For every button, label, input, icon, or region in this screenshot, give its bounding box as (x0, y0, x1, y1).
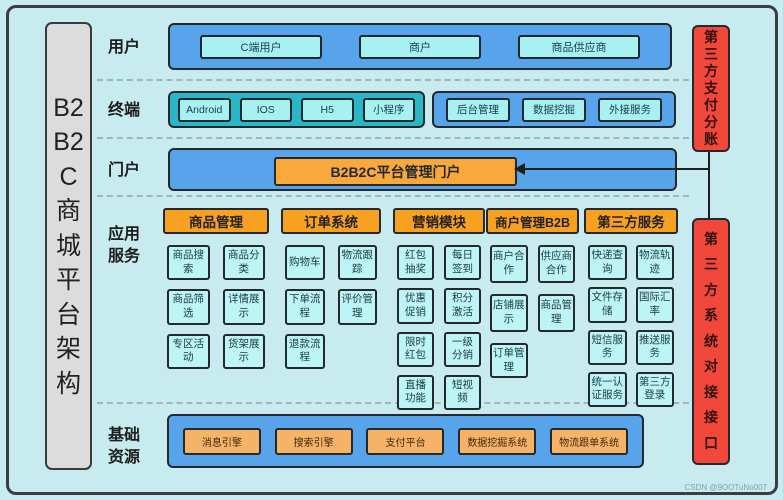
service-item: 商品管理 (537, 294, 575, 332)
terminal-item: 数据挖掘 (522, 97, 586, 122)
resource-item: 数据挖掘系统 (458, 427, 537, 455)
service-item: 商品分类 (222, 245, 265, 281)
row-label-resources: 基础 资源 (108, 427, 141, 466)
service-item: 直播功能 (397, 374, 434, 411)
service-item: 短视频 (444, 374, 481, 411)
resource-item: 支付平台 (366, 427, 445, 455)
third-party-integration-bar: 第 三 方 系 统 对 接 接 口 (692, 218, 730, 465)
service-column-merchant: 商户管理B2B 商户合作 供应商合作 店铺展示 商品管理 订单管理 (486, 208, 579, 379)
service-item: 商户合作 (490, 245, 528, 283)
service-item: 文件存储 (588, 287, 627, 323)
column-items: 红包抽奖 每日签到 优惠促销 积分激活 限时红包 一级分销 直播功能 短视频 (393, 245, 485, 411)
service-column-thirdparty: 第三方服务 快递查询 物流轨迹 文件存储 国际汇率 短信服务 推送服务 统一认证… (584, 208, 678, 408)
service-column-marketing: 营销模块 红包抽奖 每日签到 优惠促销 积分激活 限时红包 一级分销 直播功能 … (393, 208, 485, 411)
service-item: 下单流程 (285, 289, 325, 325)
diagram-title-bar: B2 B2 C 商 城 平 台 架 构 (45, 22, 92, 470)
row-label-users: 用户 (108, 39, 141, 56)
user-item: C端用户 (200, 34, 322, 59)
service-item: 统一认证服务 (588, 371, 627, 408)
service-item: 限时红包 (397, 331, 434, 367)
column-header: 第三方服务 (584, 208, 678, 234)
service-item: 专区活动 (167, 333, 210, 369)
terminal-admin-group: 后台管理 数据挖掘 外接服务 (432, 91, 676, 128)
terminal-item: 外接服务 (598, 97, 662, 122)
service-item: 店铺展示 (490, 294, 528, 332)
service-item: 积分激活 (444, 288, 481, 324)
third-party-payment-bar: 第 三 方 支 付 分 账 (692, 25, 730, 152)
terminal-item: H5 (301, 97, 354, 122)
resource-item: 消息引擎 (182, 427, 261, 455)
watermark: CSDN @9OOTuNo007 (684, 483, 767, 492)
row-label-services: 应用 服务 (108, 226, 141, 265)
row-separator (97, 195, 689, 197)
row-separator (97, 79, 689, 81)
column-header: 营销模块 (393, 208, 485, 234)
service-column-goods: 商品管理 商品搜索 商品分类 商品筛选 详情展示 专区活动 货架展示 (163, 208, 269, 369)
arrow-left-icon (514, 163, 525, 175)
column-items: 购物车 物流跟踪 下单流程 评价管理 退款流程 (281, 245, 381, 369)
column-items: 商户合作 供应商合作 店铺展示 商品管理 订单管理 (486, 245, 579, 379)
terminal-client-group: Android IOS H5 小程序 (168, 91, 425, 128)
column-header: 商品管理 (163, 208, 269, 234)
service-item: 评价管理 (337, 289, 377, 325)
row-label-terminals: 终端 (108, 102, 141, 119)
service-item: 国际汇率 (635, 287, 674, 323)
service-item: 退款流程 (285, 333, 325, 369)
service-item: 第三方登录 (635, 371, 674, 408)
service-item: 货架展示 (222, 333, 265, 369)
terminal-item: Android (178, 97, 231, 122)
service-item: 物流跟踪 (337, 245, 377, 281)
column-items: 商品搜索 商品分类 商品筛选 详情展示 专区活动 货架展示 (163, 245, 269, 369)
service-item: 商品筛选 (167, 289, 210, 325)
service-item: 快递查询 (588, 245, 627, 281)
users-container: C端用户 商户 商品供应商 (168, 23, 672, 70)
service-item: 优惠促销 (397, 288, 434, 324)
service-item: 一级分销 (444, 331, 481, 367)
service-item: 每日签到 (444, 245, 481, 281)
service-item: 红包抽奖 (397, 245, 434, 281)
connector-line-horizontal (524, 168, 710, 170)
column-header: 商户管理B2B (486, 208, 579, 234)
service-column-orders: 订单系统 购物车 物流跟踪 下单流程 评价管理 退款流程 (281, 208, 381, 369)
resource-item: 搜索引擎 (274, 427, 353, 455)
resource-item: 物流跟单系统 (550, 427, 629, 455)
service-item: 供应商合作 (537, 245, 575, 283)
resources-container: 消息引擎 搜索引擎 支付平台 数据挖掘系统 物流跟单系统 (167, 414, 644, 468)
service-item: 购物车 (285, 245, 325, 281)
row-separator (97, 402, 689, 404)
terminal-item: 小程序 (362, 97, 415, 122)
row-label-portal: 门户 (108, 162, 141, 179)
service-item: 商品搜索 (167, 245, 210, 281)
terminal-item: IOS (239, 97, 292, 122)
user-item: 商户 (359, 34, 481, 59)
service-item: 物流轨迹 (635, 245, 674, 281)
service-item: 订单管理 (490, 343, 528, 379)
connector-line-vertical (708, 152, 710, 218)
user-item: 商品供应商 (518, 34, 640, 59)
column-items: 快递查询 物流轨迹 文件存储 国际汇率 短信服务 推送服务 统一认证服务 第三方… (584, 245, 678, 408)
portal-box: B2B2C平台管理门户 (274, 157, 517, 186)
row-separator (97, 137, 689, 139)
terminal-item: 后台管理 (446, 97, 510, 122)
service-item: 短信服务 (588, 329, 627, 365)
service-item: 详情展示 (222, 289, 265, 325)
column-header: 订单系统 (281, 208, 381, 234)
service-item: 推送服务 (635, 329, 674, 365)
